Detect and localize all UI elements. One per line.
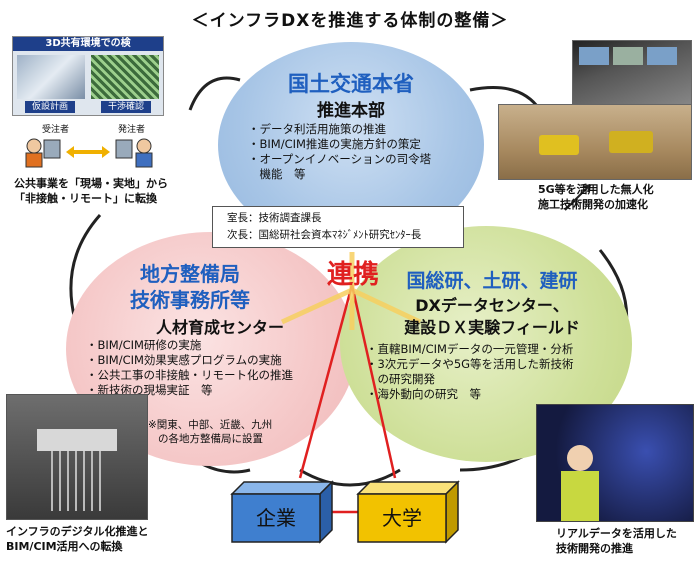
list-item: ・BIM/CIM研修の実施 (86, 338, 202, 352)
institutes-sub-2: 建設ＤＸ実験フィールド (404, 318, 580, 337)
renkei-rays (280, 252, 422, 330)
info-box: 室長：技術調査課長 次長：国総研社会資本ﾏﾈｼﾞﾒﾝﾄ研究ｾﾝﾀｰ長 (212, 206, 464, 248)
renkei-label: 連携 (326, 260, 379, 290)
regional-sub: 人材育成センター (155, 318, 284, 337)
btn-interference-check: 干渉確認 (101, 101, 151, 113)
info-line-deputy: 次長：国総研社会資本ﾏﾈｼﾞﾒﾝﾄ研究ｾﾝﾀｰ長 (227, 229, 422, 241)
caption-digital: インフラのデジタル化推進と BIM/CIM活用への転換 (6, 525, 149, 553)
list-item: ・新技術の現場実証 等 (86, 383, 213, 397)
render-right (91, 55, 159, 99)
regional-name-1: 地方整備局 (140, 262, 240, 286)
caption-remote: 公共事業を「現場・実地」から 「非接触・リモート」に転換 (14, 177, 168, 205)
caption-5g: 5G等を活用した無人化 施工技術開発の加速化 (538, 183, 654, 211)
arc-top-left (188, 76, 241, 111)
company-box: 企業 (256, 506, 296, 530)
photo-bim-model (6, 394, 148, 520)
photo-unmanned-construction (498, 104, 692, 180)
shared-3d-panel: 3D共有環境での検 仮設計画 干渉確認 (12, 36, 164, 116)
photo-real-data (536, 404, 694, 522)
list-item: ・データ利活用施策の推進 (248, 122, 386, 136)
company-box-shape (230, 480, 334, 544)
link-university (350, 284, 397, 479)
arc-bottom (299, 468, 401, 487)
photo-remote-cockpit (572, 40, 692, 108)
role-contractor: 受注者 (42, 125, 70, 135)
university-box: 大学 (382, 506, 422, 530)
list-item: ・直轄BIM/CIMデータの一元管理・分析 (366, 342, 574, 356)
regional-note: ※関東、中部、近畿、九州 の各地方整備局に設置 (148, 419, 273, 445)
caption-real-data: リアルデータを活用した 技術開発の推進 (556, 527, 677, 555)
role-client: 発注者 (118, 125, 146, 135)
institutes-name: 国総研、土研、建研 (406, 270, 578, 292)
regional-name-2: 技術事務所等 (130, 288, 250, 312)
arc-left (69, 214, 102, 321)
list-item: ・BIM/CIM推進の実施方針の策定 (248, 137, 421, 151)
list-item: ・公共工事の非接触・リモート化の推進 (86, 368, 293, 382)
institutes-sub-1: DXデータセンター、 (415, 296, 569, 315)
person-icon (115, 138, 153, 168)
double-arrow-icon (66, 146, 110, 158)
btn-temporary-plan: 仮設計画 (25, 101, 75, 113)
list-item: 機能 等 (248, 167, 306, 181)
list-item: ・3次元データや5G等を活用した新技術 (366, 357, 574, 371)
link-company (298, 284, 354, 479)
person-icon (25, 138, 61, 168)
page-title: ＜インフラDXを推進する体制の整備＞ (191, 11, 509, 31)
university-box-shape (356, 480, 460, 544)
list-item: ・海外動向の研究 等 (366, 387, 481, 401)
mlit-name: 国土交通本省 (288, 72, 414, 96)
list-item: ・オープンイノベーションの司令塔 (248, 152, 432, 166)
list-item: ・BIM/CIM効果実感プログラムの実施 (86, 353, 282, 367)
mlit-items: ・データ利活用施策の推進 ・BIM/CIM推進の実施方針の策定 ・オープンイノベ… (248, 122, 431, 182)
line-top-right (564, 184, 591, 211)
regional-items: ・BIM/CIM研修の実施 ・BIM/CIM効果実感プログラムの実施 ・公共工事… (86, 338, 293, 398)
info-line-chief: 室長：技術調査課長 (227, 212, 322, 224)
list-item: の研究開発 (366, 372, 435, 386)
panel-header: 3D共有環境での検 (13, 37, 163, 51)
mlit-sub: 推進本部 (317, 101, 385, 121)
render-left (17, 55, 85, 99)
institutes-items: ・直轄BIM/CIMデータの一元管理・分析 ・3次元データや5G等を活用した新技… (366, 342, 574, 402)
